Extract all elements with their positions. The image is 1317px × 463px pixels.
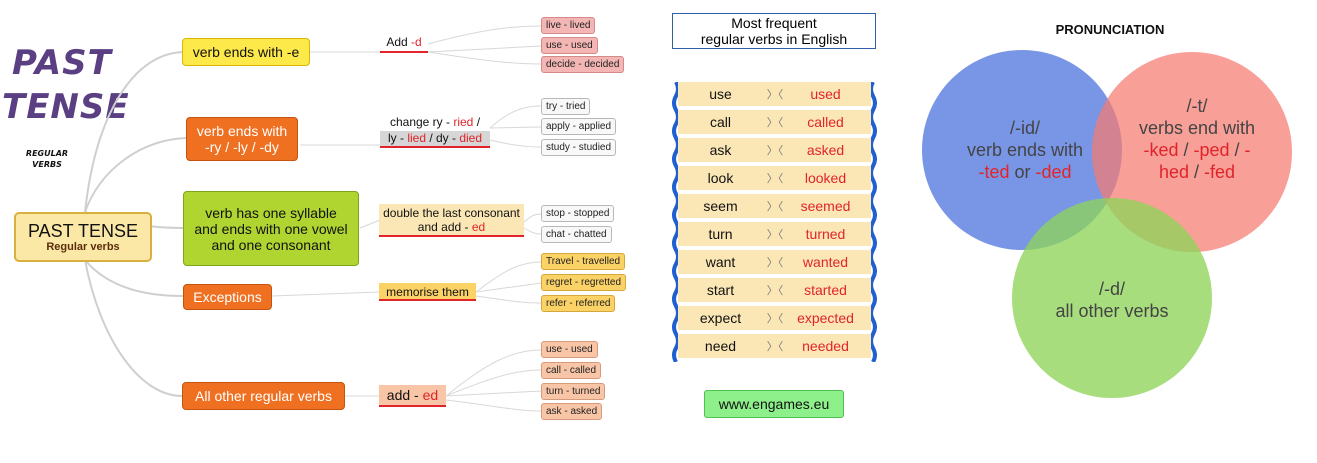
wavy-border-icon [672,82,680,362]
verb-row: need〉〈needed [678,334,871,360]
venn-text-id: /-id/ verb ends with -ted or -ded [966,118,1084,182]
verb-row: use〉〈used [678,82,871,108]
verb-row: start〉〈started [678,278,871,304]
example-chat-chatted: chat - chatted [541,226,612,243]
example-travel-travelled: Travel - travelled [541,253,626,270]
website-link[interactable]: www.engames.eu [704,390,844,418]
example-turn-turned: turn - turned [541,383,606,400]
venn-text-d: /-d/ all other verbs [1055,279,1169,321]
root-title: PAST TENSE [27,220,139,241]
branch-ends-with-e: verb ends with -e [182,38,310,66]
wavy-border-icon [869,82,877,362]
example-regret-regretted: regret - regretted [541,274,627,291]
example-decide-decided: decide - decided [541,56,625,73]
verb-row: seem〉〈seemed [678,194,871,220]
example-use-used-2: use - used [541,341,598,358]
verb-row: want〉〈wanted [678,250,871,276]
verb-row: expect〉〈expected [678,306,871,332]
rule-add-ed: add - ed [379,385,446,407]
example-stop-stopped: stop - stopped [541,205,615,222]
rule-change-ry: change ry - ried / [389,115,481,129]
venn-diagram [922,50,1292,398]
root-node-past-tense: PAST TENSE Regular verbs [14,212,152,262]
subtitle-regular-verbs: REGULAR VERBS [25,149,69,169]
root-subtitle: Regular verbs [46,240,120,253]
example-study-studied: study - studied [541,139,617,156]
example-live-lived: live - lived [541,17,596,34]
verb-row: ask〉〈asked [678,138,871,164]
rule-add-d: Add -d [380,35,428,53]
venn-text-t: /-t/ verbs end with -ked / -ped / - hed … [1138,96,1256,182]
example-ask-asked: ask - asked [541,403,603,420]
branch-all-other-verbs: All other regular verbs [182,382,345,410]
branch-exceptions: Exceptions [183,284,272,310]
venn-circle-id [922,50,1122,250]
rule-ly-dy: ly - lied / dy - died [380,131,490,148]
example-call-called: call - called [541,362,602,379]
rule-memorise: memorise them [379,283,476,301]
verbs-table-title: Most frequent regular verbs in English [672,13,876,49]
venn-circle-t [1092,52,1292,252]
pronunciation-title: PRONUNCIATION [1055,22,1165,37]
example-refer-referred: refer - referred [541,295,616,312]
example-use-used: use - used [541,37,598,54]
rule-double-consonant: double the last consonant and add - ed [379,204,524,237]
branch-ends-with-ry-ly-dy: verb ends with -ry / -ly / -dy [186,117,298,161]
title-past: PAST [12,43,112,83]
verb-row: look〉〈looked [678,166,871,192]
example-apply-applied: apply - applied [541,118,617,135]
venn-circle-d [1012,198,1212,398]
example-try-tried: try - tried [541,98,591,115]
branch-one-syllable: verb has one syllable and ends with one … [183,191,359,266]
verb-row: call〉〈called [678,110,871,136]
verb-row: turn〉〈turned [678,222,871,248]
